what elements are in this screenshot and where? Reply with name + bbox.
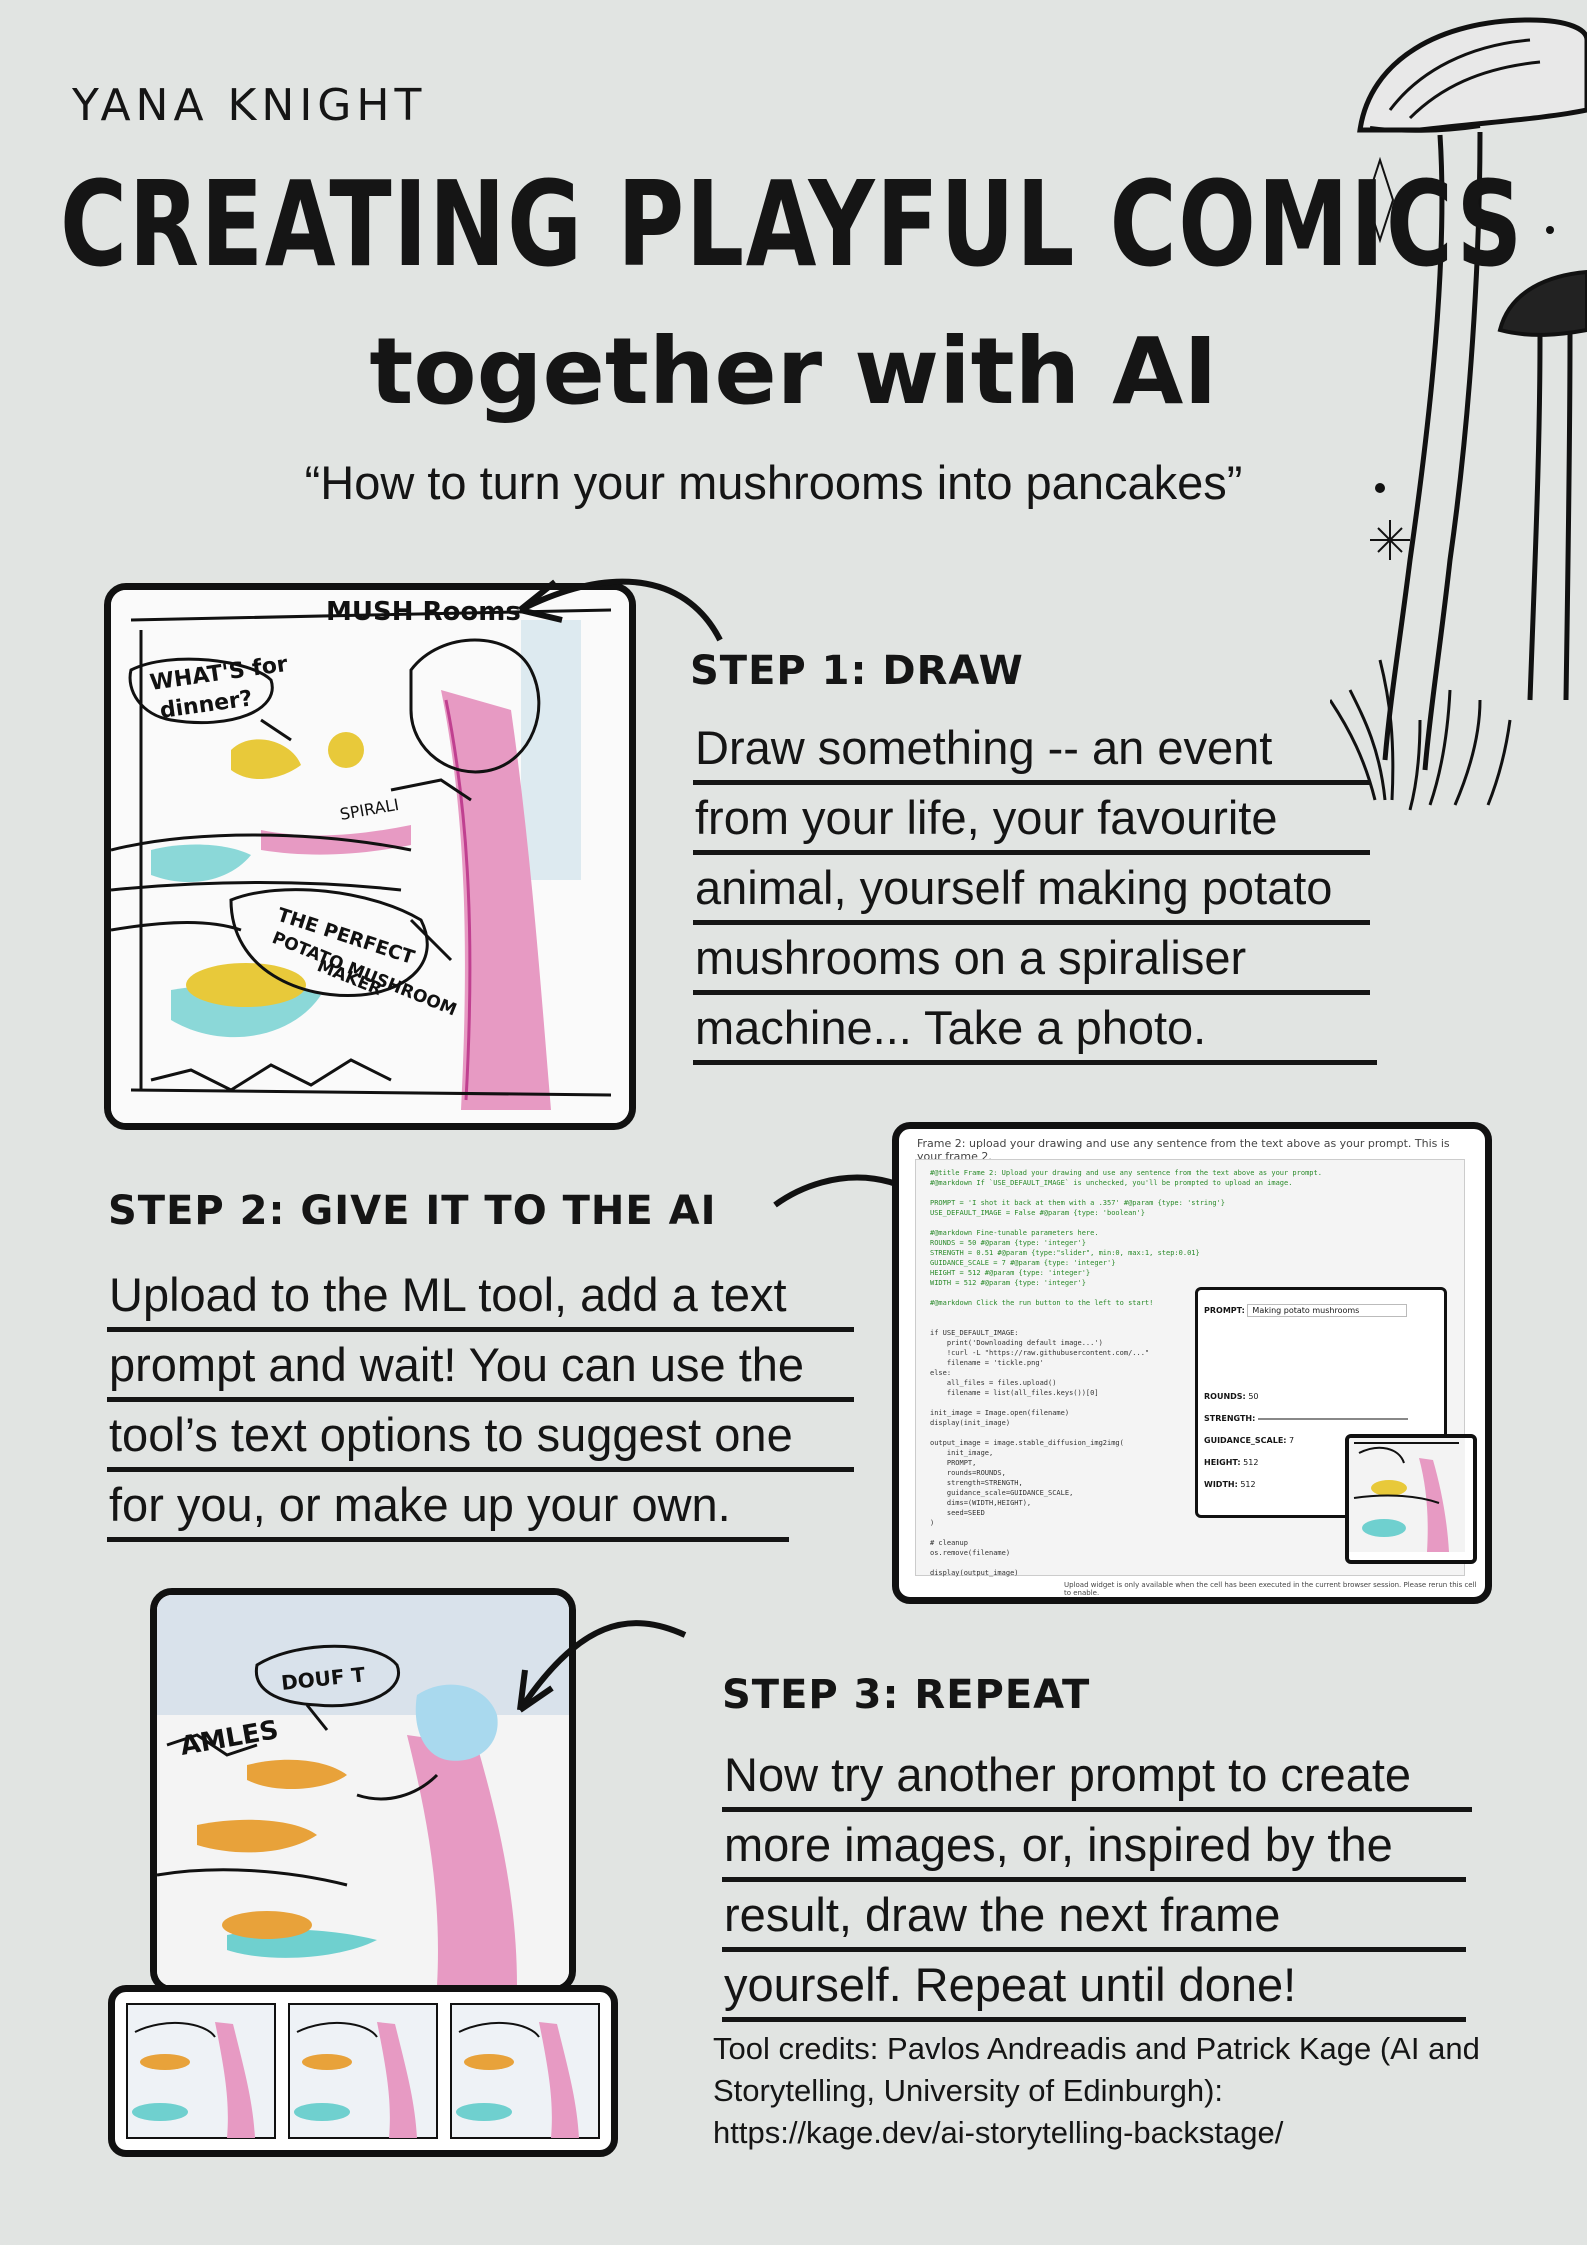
comic-strip bbox=[108, 1985, 618, 2157]
arrow-icon bbox=[518, 578, 723, 642]
param-field[interactable]: WIDTH: 512 bbox=[1204, 1480, 1256, 1489]
step3-line: Now try another prompt to create bbox=[722, 1742, 1472, 1812]
step2-line: Upload to the ML tool, add a text bbox=[107, 1262, 854, 1332]
step3-body: Now try another prompt to create more im… bbox=[722, 1742, 1482, 2022]
page-title: CREATING PLAYFUL COMICS bbox=[60, 155, 1524, 293]
step2-body: Upload to the ML tool, add a text prompt… bbox=[107, 1262, 867, 1542]
ml-tool-screenshot: Frame 2: upload your drawing and use any… bbox=[892, 1122, 1492, 1604]
step2-line: tool’s text options to suggest one bbox=[107, 1402, 854, 1472]
step3-line: yourself. Repeat until done! bbox=[722, 1952, 1466, 2022]
step1-line: mushrooms on a spiraliser bbox=[693, 925, 1370, 995]
output-thumbnail bbox=[1345, 1434, 1477, 1564]
step1-heading: STEP 1: DRAW bbox=[690, 648, 1024, 694]
step3-drawing-sketch: DOUF T AMLES bbox=[157, 1595, 569, 1986]
step3-heading: STEP 3: REPEAT bbox=[722, 1672, 1091, 1718]
comic-strip-panels bbox=[126, 2003, 600, 2139]
step1-line: from your life, your favourite bbox=[693, 785, 1370, 855]
step1-drawing-sketch: MUSH Rooms WHAT'S for dinner? SPIRALI TH… bbox=[111, 590, 629, 1123]
arrow-icon bbox=[517, 1620, 687, 1713]
param-field[interactable]: GUIDANCE_SCALE: 7 bbox=[1204, 1436, 1295, 1445]
step1-drawing: MUSH Rooms WHAT'S for dinner? SPIRALI TH… bbox=[104, 583, 636, 1130]
param-field[interactable]: ROUNDS: 50 bbox=[1204, 1392, 1259, 1401]
step3-drawing: DOUF T AMLES bbox=[150, 1588, 576, 1993]
step2-heading: STEP 2: GIVE IT TO THE AI bbox=[108, 1188, 717, 1234]
step1-line: animal, yourself making potato bbox=[693, 855, 1370, 925]
strip-panel bbox=[126, 2003, 276, 2139]
page-title-secondary: together with AI bbox=[369, 318, 1218, 425]
param-field[interactable]: STRENGTH: bbox=[1204, 1408, 1434, 1430]
step1-body: Draw something -- an event from your lif… bbox=[693, 715, 1383, 1065]
strip-panel bbox=[450, 2003, 600, 2139]
mushroom-illustration bbox=[1330, 17, 1587, 811]
page-subtitle: “How to turn your mushrooms into pancake… bbox=[304, 456, 1243, 509]
sketch1-label-mushrooms: MUSH Rooms bbox=[326, 597, 521, 627]
step2-line: prompt and wait! You can use the bbox=[107, 1332, 854, 1402]
strip-panel bbox=[288, 2003, 438, 2139]
upload-note: Upload widget is only available when the… bbox=[1064, 1581, 1477, 1597]
author-name: YANA KNIGHT bbox=[72, 80, 427, 131]
step3-line: result, draw the next frame bbox=[722, 1882, 1466, 1952]
step3-line: more images, or, inspired by the bbox=[722, 1812, 1466, 1882]
step1-line: machine... Take a photo. bbox=[693, 995, 1377, 1065]
step1-line: Draw something -- an event bbox=[693, 715, 1370, 785]
param-field[interactable]: HEIGHT: 512 bbox=[1204, 1458, 1259, 1467]
prompt-label: PROMPT: bbox=[1204, 1306, 1245, 1315]
tool-credits: Tool credits: Pavlos Andreadis and Patri… bbox=[713, 2031, 1480, 2150]
prompt-input[interactable]: Making potato mushrooms bbox=[1247, 1304, 1408, 1317]
step2-line: for you, or make up your own. bbox=[107, 1472, 789, 1542]
